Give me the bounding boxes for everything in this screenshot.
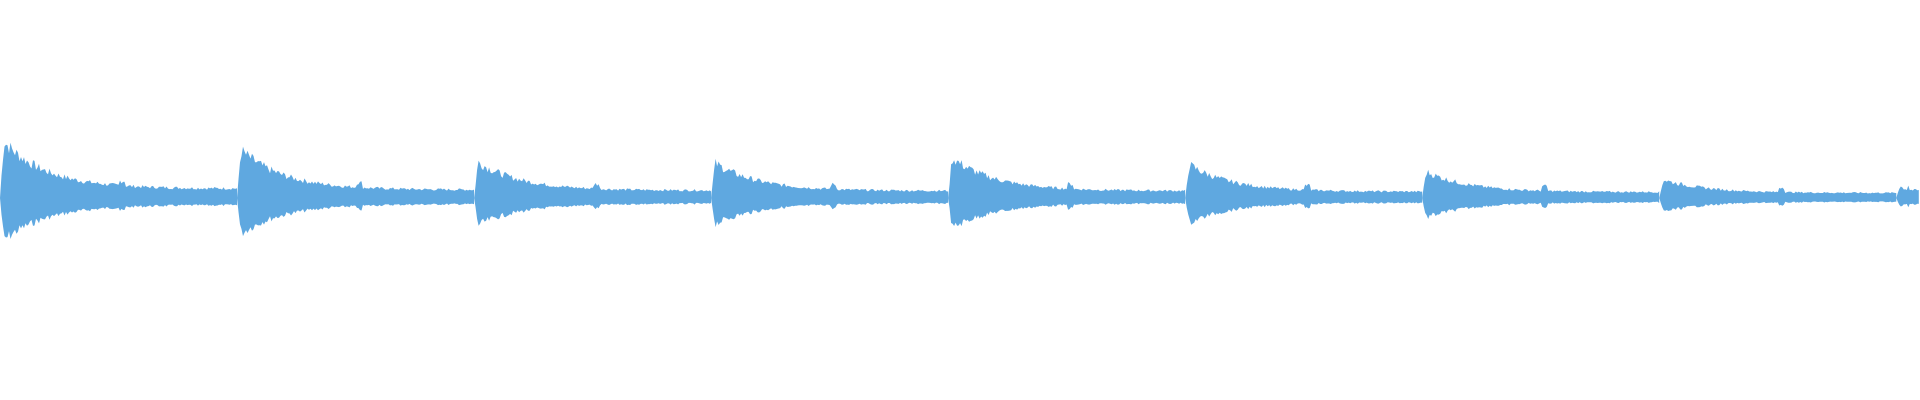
waveform-hit-3	[474, 160, 712, 226]
waveform-hit-5	[948, 160, 1186, 227]
waveform-hit-1	[0, 142, 237, 239]
waveform-hit-9	[1896, 185, 1919, 208]
waveform-hit-8	[1659, 180, 1897, 211]
waveform-hit-6	[1185, 162, 1423, 225]
waveform-hit-4	[711, 158, 949, 228]
waveform-hits	[0, 142, 1919, 239]
waveform-hit-7	[1422, 169, 1660, 219]
waveform-hit-2	[237, 146, 474, 237]
